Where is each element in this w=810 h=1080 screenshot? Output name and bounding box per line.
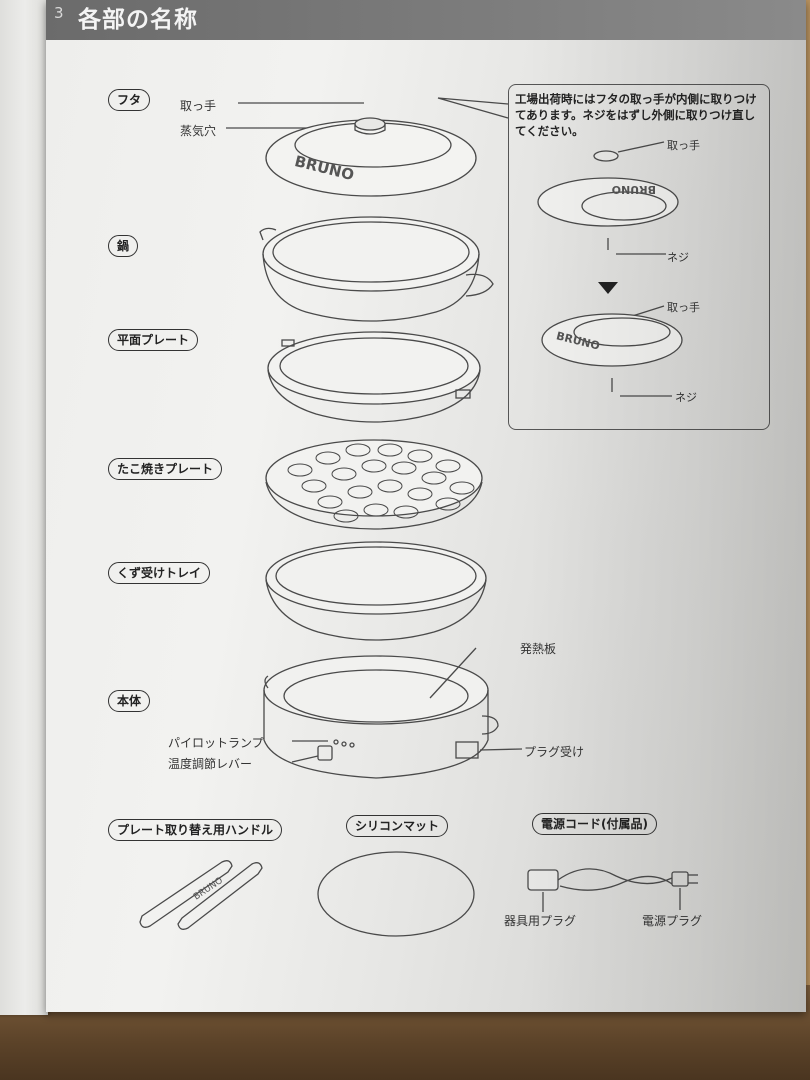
caption-heating-plate: 発熱板 <box>520 642 557 656</box>
label-takoyaki-plate: たこ焼きプレート <box>108 458 223 480</box>
lid-illustration <box>265 117 477 197</box>
header-band: 3 各部の名称 <box>46 0 806 40</box>
label-main-body: 本体 <box>108 690 151 712</box>
caption-power-plug: 電源プラグ <box>642 914 703 928</box>
parts-illustration: BRUNO BRUNO BRUNO BRUNO <box>139 97 698 937</box>
label-power-cord: 電源コード(付属品) <box>532 813 657 835</box>
down-arrow-icon <box>598 282 618 294</box>
callout-pointer <box>437 97 509 119</box>
takoyaki-plate-illustration <box>265 439 483 530</box>
previous-page-edge <box>0 0 48 1015</box>
caption-temp-lever: 温度調節レバー <box>168 757 253 771</box>
callout-screw-label-1: ネジ <box>667 251 689 264</box>
label-pot: 鍋 <box>108 235 139 257</box>
caption-pilot-lamp: パイロットランプ <box>168 736 264 750</box>
label-silicone-mat: シリコンマット <box>346 815 449 837</box>
callout-lid-inside-illustration <box>537 141 679 255</box>
silicone-mat-illustration <box>317 851 475 937</box>
page-number: 3 <box>54 4 64 22</box>
power-cord-illustration <box>527 868 698 912</box>
leader-heating-plate <box>429 647 477 699</box>
label-plate-handle: プレート取り替え用ハンドル <box>108 819 283 841</box>
callout-handle-label-2: 取っ手 <box>667 301 700 314</box>
handle-instruction-callout: 工場出荷時にはフタの取っ手が内側に取りつけてあります。ネジをはずし外側に取りつけ… <box>508 84 770 430</box>
label-flat-plate: 平面プレート <box>108 329 199 351</box>
page-title: 各部の名称 <box>78 7 198 33</box>
flat-plate-illustration <box>267 331 481 423</box>
caption-appliance-plug: 器具用プラグ <box>504 914 577 928</box>
callout-handle-label-1: 取っ手 <box>667 139 700 152</box>
main-body-illustration <box>263 647 523 779</box>
callout-lid-outside-illustration <box>541 305 683 397</box>
label-crumb-tray: くず受けトレイ <box>108 562 211 584</box>
callout-logo-top: BRUNO <box>612 183 656 196</box>
plate-handles-illustration <box>139 860 263 930</box>
leader-plug-socket <box>479 748 523 751</box>
callout-note: 工場出荷時にはフタの取っ手が内側に取りつけてあります。ネジをはずし外側に取りつけ… <box>515 92 757 138</box>
manual-page: 3 各部の名称 フタ 鍋 平面プレート たこ焼きプレート くず受けトレイ 本体 … <box>46 0 806 1012</box>
label-lid: フタ <box>108 89 151 111</box>
callout-screw-label-2: ネジ <box>675 391 697 404</box>
caption-plug-socket: プラグ受け <box>524 745 585 759</box>
caption-steam-vent: 蒸気穴 <box>180 124 217 138</box>
pot-illustration <box>259 216 494 322</box>
caption-lid-handle: 取っ手 <box>180 99 217 113</box>
crumb-tray-illustration <box>265 541 487 641</box>
leader-temp-lever <box>291 755 319 763</box>
